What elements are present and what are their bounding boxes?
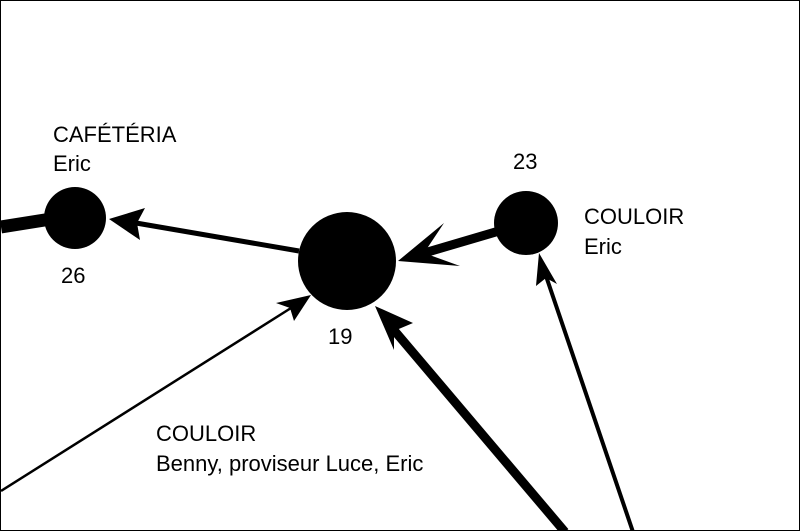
center-number: 19 [328,324,353,349]
couloir-right-number: 23 [513,149,538,174]
arrowhead-couloir-right [536,253,557,286]
node-center [298,212,396,310]
couloir-right-place-label: COULOIR [584,204,685,229]
edge-offscreen-to-cafeteria [1,212,53,234]
couloir-right-people-label: Eric [584,234,622,259]
cafeteria-place-label: CAFÉTÉRIA [53,122,177,147]
couloir-bottom-place-label: COULOIR [156,421,257,446]
arrowhead-cafeteria [109,208,145,240]
edge-center-to-cafeteria [135,220,300,254]
cafeteria-people-label: Eric [53,151,91,176]
couloir-bottom-people-label: Benny, proviseur Luce, Eric [156,451,424,476]
edge-bottomleft-to-center [1,306,292,493]
cafeteria-number: 26 [61,263,86,288]
arrowhead-center-from-bottom [375,306,413,350]
node-couloir-right [494,191,558,255]
arrowhead-center-from-left [276,295,311,321]
edge-bottom-to-couloir-right [544,275,635,530]
edge-bottom-to-center [389,326,569,530]
arrowhead-center-from-right [398,223,460,266]
node-cafeteria [44,187,106,249]
edge-couloir-right-to-center [419,226,501,259]
